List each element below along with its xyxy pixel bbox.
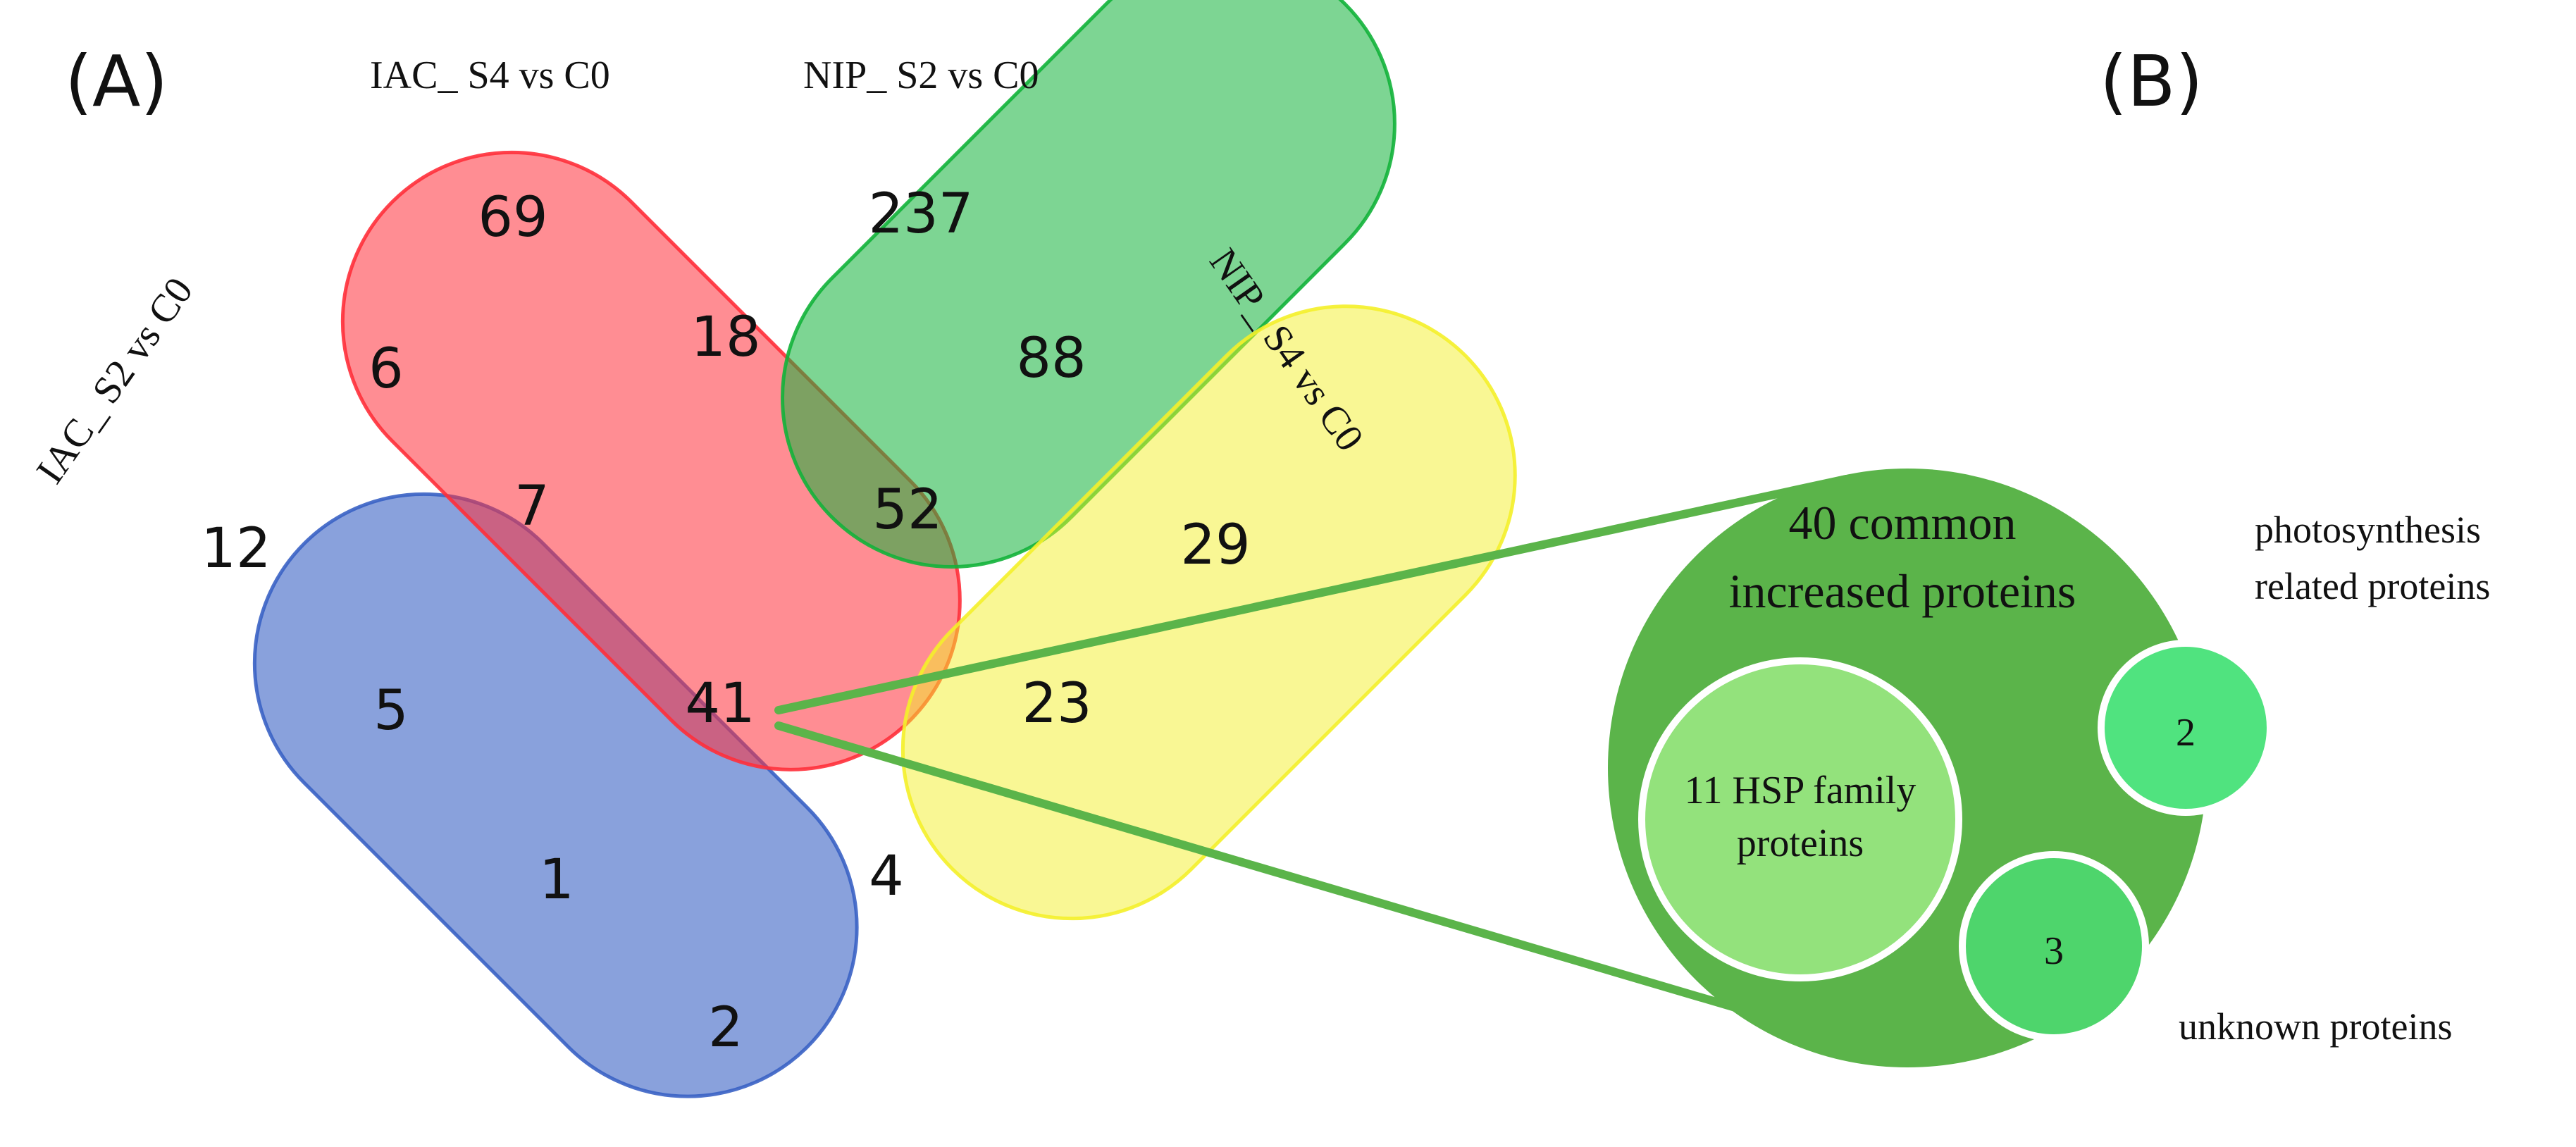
panel-b-label: (B) xyxy=(2100,40,2203,123)
zoom-connectors xyxy=(774,475,1907,1061)
photosynthesis-circle xyxy=(2098,640,2274,816)
venn-diagram xyxy=(252,0,1517,1098)
photosynthesis-label-line1: photosynthesis xyxy=(2255,509,2481,551)
hsp-label-line1: 11 HSP family xyxy=(1685,769,1916,812)
count-iac-s2-nip-s2-s4: 1 xyxy=(539,848,574,912)
common-title-line1: 40 common xyxy=(1789,496,2017,550)
count-iac-s2-s4-nip-s4: 4 xyxy=(869,845,904,908)
photosynthesis-label-line2: related proteins xyxy=(2255,565,2490,607)
count-iac-s2-nip-s2: 5 xyxy=(373,679,409,743)
panel-a-label: (A) xyxy=(65,40,168,123)
unknown-label: unknown proteins xyxy=(2179,1005,2452,1048)
count-iac-s4-nip-s2-s4: 52 xyxy=(872,478,942,542)
count-iac-s2-nip-s4: 2 xyxy=(708,996,743,1060)
photosynthesis-count: 2 xyxy=(2176,711,2196,755)
set-nip-s4 xyxy=(900,304,1517,921)
hsp-circle xyxy=(1638,657,1962,981)
connector-upper xyxy=(774,475,1850,714)
venn-counts: 69 237 6 18 88 12 7 52 29 5 41 23 1 4 2 xyxy=(201,182,1250,1060)
count-iac-s2-s4-nip-s2: 7 xyxy=(514,475,550,538)
count-iac-s4-only: 69 xyxy=(478,186,547,249)
count-iac-s2-s4: 6 xyxy=(369,337,404,401)
count-iac-s2-only: 12 xyxy=(201,517,271,581)
common-title-line2: increased proteins xyxy=(1729,564,2076,618)
hsp-label-line2: proteins xyxy=(1737,822,1864,865)
set-label-iac-s4: IAC_ S4 vs C0 xyxy=(370,54,610,97)
detail-panel: 40 common increased proteins 11 HSP fami… xyxy=(1608,469,2490,1067)
set-label-nip-s2: NIP_ S2 vs C0 xyxy=(803,54,1039,97)
unknown-circle xyxy=(1959,851,2149,1041)
count-iac-s4-nip-s4: 23 xyxy=(1022,672,1091,736)
count-nip-s4-only: 29 xyxy=(1180,514,1250,577)
count-iac-s4-nip-s2: 18 xyxy=(691,306,760,369)
set-label-iac-s2: IAC_ S2 vs C0 xyxy=(28,270,202,492)
connector-lower xyxy=(774,721,1907,1061)
count-all-four: 41 xyxy=(685,672,755,736)
count-nip-s2-s4: 88 xyxy=(1016,327,1086,390)
count-nip-s2-only: 237 xyxy=(869,182,974,246)
unknown-count: 3 xyxy=(2044,929,2064,973)
